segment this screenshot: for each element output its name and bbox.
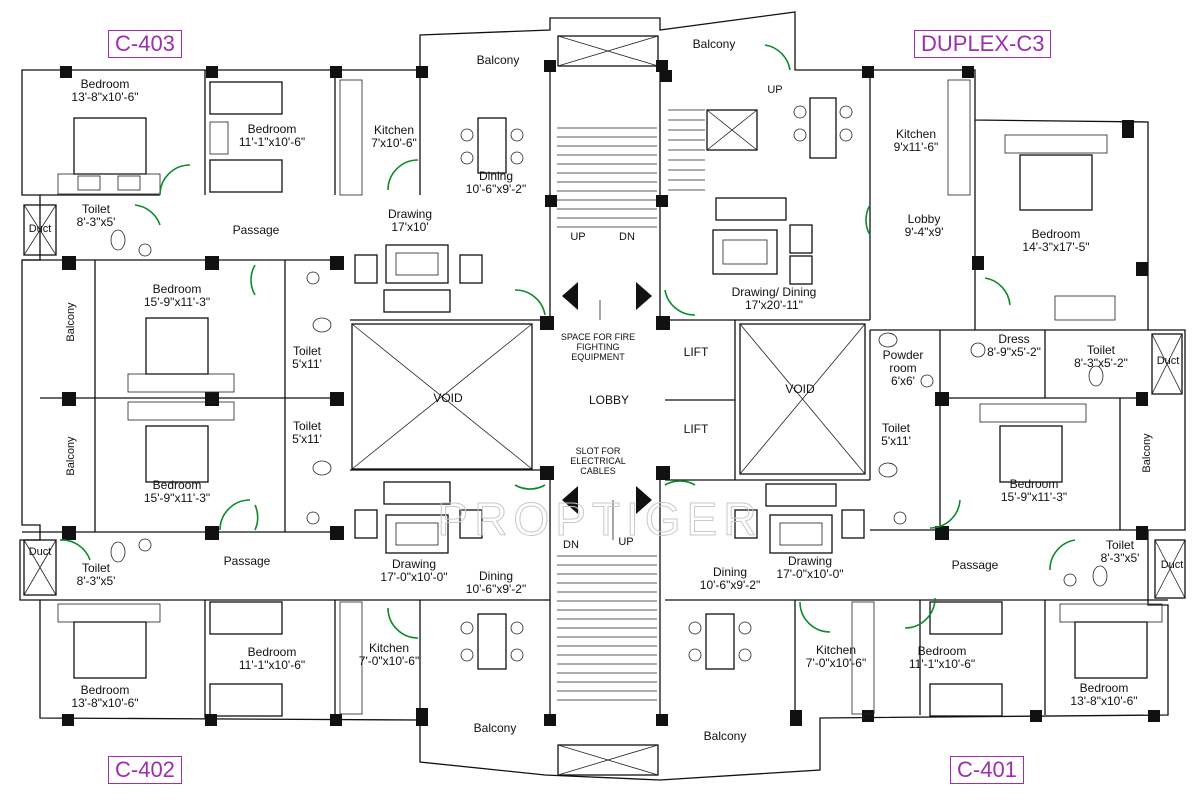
- voids: [351, 35, 866, 776]
- room-label-core-dn-top: DN: [619, 231, 635, 243]
- stair-bottom: [557, 555, 657, 701]
- room-label-c401-side-balcony: Balcony: [1141, 433, 1153, 473]
- room-label-core-lobby: LOBBY: [589, 393, 629, 407]
- room-label-c3-up: UP: [767, 84, 782, 96]
- room-label-c3-balcony: Balcony: [693, 37, 736, 51]
- room-label-c401-passage: Passage: [952, 558, 999, 572]
- columns: [60, 60, 1160, 726]
- direction-arrows: [562, 282, 652, 540]
- stair-duplex: [668, 109, 705, 191]
- room-label-core-up-top: UP: [570, 231, 585, 243]
- stair-top: [557, 127, 657, 228]
- room-label-core-up-bottom: UP: [618, 536, 633, 548]
- room-label-core-void-right: VOID: [785, 382, 815, 396]
- room-label-core-void-left: VOID: [433, 391, 463, 405]
- room-label-c402-passage: Passage: [224, 554, 271, 568]
- room-label-core-lift-a: LIFT: [684, 345, 709, 359]
- unit-tag-c402: C-402: [108, 756, 182, 784]
- room-label-c402-duct: Duct: [29, 546, 52, 558]
- stairs: [557, 109, 705, 701]
- unit-tag-c403: C-403: [108, 30, 182, 58]
- unit-tag-c401: C-401: [950, 756, 1024, 784]
- room-label-c403-duct: Duct: [29, 223, 52, 235]
- furniture: [57, 79, 1163, 717]
- watermark: PROPTIGER: [438, 493, 763, 545]
- building-outline: [19, 11, 1186, 781]
- room-label-c401-balcony: Balcony: [704, 729, 747, 743]
- room-label-core-lift-b: LIFT: [684, 422, 709, 436]
- room-label-core-dn-bottom: DN: [563, 539, 579, 551]
- room-label-c402-balcony: Balcony: [474, 721, 517, 735]
- door-swings: [59, 44, 1076, 639]
- room-label-c403-passage: Passage: [233, 223, 280, 237]
- duct-boxes: [23, 204, 1186, 599]
- room-label-c403-side-balcony: Balcony: [65, 302, 77, 342]
- room-label-c403-balcony: Balcony: [477, 53, 520, 67]
- room-label-c402-side-balcony: Balcony: [65, 436, 77, 476]
- room-label-c401-duct: Duct: [1161, 559, 1184, 571]
- room-label-c3-duct: Duct: [1157, 355, 1180, 367]
- unit-tag-duplex-c3: DUPLEX-C3: [914, 30, 1052, 58]
